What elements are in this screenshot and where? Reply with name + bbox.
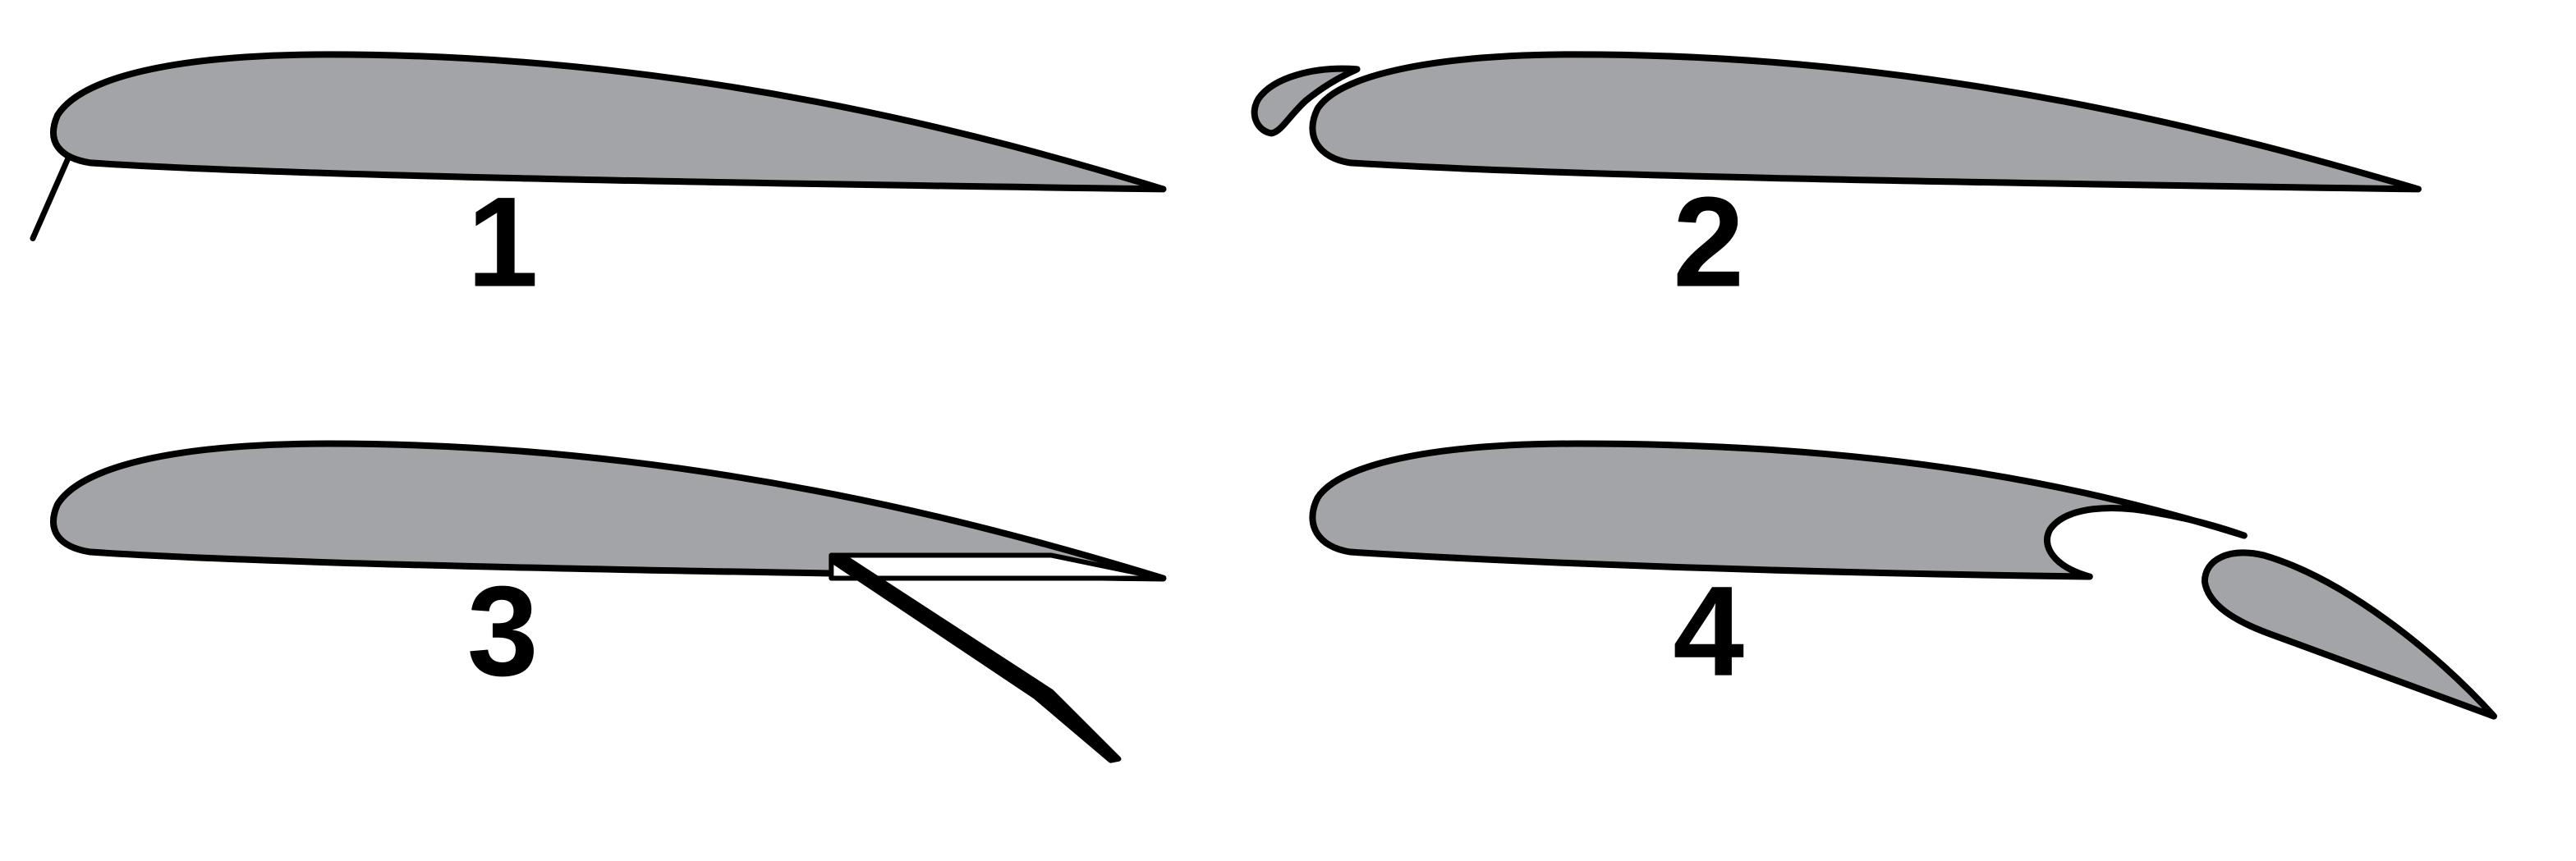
panel-4: 4 — [1309, 440, 2497, 720]
panel-1-label: 1 — [467, 171, 539, 314]
panel-3-split-flap — [829, 554, 1122, 763]
panel-2-airfoil — [1309, 51, 2422, 193]
panel-2-slat — [1251, 65, 1361, 137]
panel-3-split-flap-bay — [829, 552, 1166, 581]
panel-1: 1 — [30, 51, 1167, 314]
panel-4-label: 4 — [1673, 561, 1744, 703]
panel-4-airfoil — [1309, 440, 2248, 580]
panel-2-label: 2 — [1673, 171, 1744, 314]
panel-4-slotted-flap — [2201, 549, 2497, 720]
panel-3-label: 3 — [467, 561, 539, 703]
panel-3-airfoil — [50, 440, 1167, 582]
panel-1-leading-edge-flap — [30, 153, 72, 241]
panel-1-airfoil — [50, 51, 1167, 193]
panel-3: 3 — [50, 440, 1167, 763]
panel-2: 2 — [1251, 51, 2422, 314]
